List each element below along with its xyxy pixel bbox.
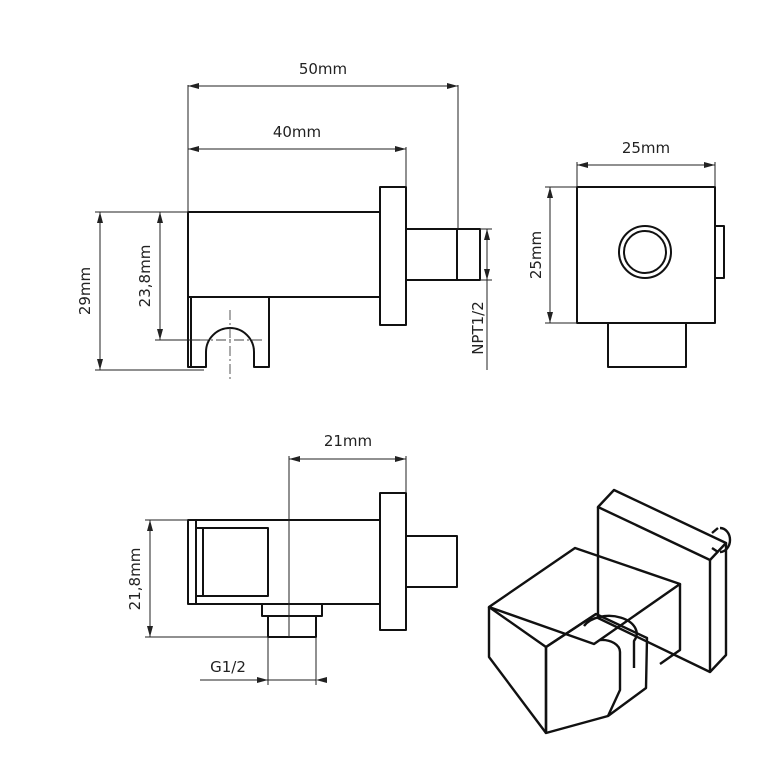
label-overall-height: 29mm	[76, 267, 94, 315]
dim-offset: 21mm	[288, 432, 407, 637]
dim-overall-height: 29mm	[76, 211, 204, 371]
isometric-view	[487, 488, 732, 735]
label-bottom-height: 21,8mm	[126, 548, 144, 611]
label-outlet-thread: G1/2	[210, 658, 246, 676]
label-body-height: 23,8mm	[136, 245, 154, 308]
label-inlet-thread: NPT1/2	[469, 301, 487, 355]
dim-outlet-thread: G1/2	[200, 637, 327, 685]
label-body-length: 40mm	[273, 123, 321, 141]
dim-inlet-thread: NPT1/2	[469, 228, 492, 370]
dim-overall-length: 50mm	[187, 60, 459, 229]
dim-face-height: 25mm	[527, 186, 577, 324]
label-face-width: 25mm	[622, 139, 670, 157]
side-view	[187, 186, 481, 380]
label-overall-length: 50mm	[299, 60, 347, 78]
bottom-view	[187, 492, 458, 638]
dim-face-width: 25mm	[576, 139, 716, 187]
label-face-height: 25mm	[527, 231, 545, 279]
dim-bottom-height: 21,8mm	[126, 519, 268, 638]
front-view	[576, 186, 725, 368]
dim-body-length: 40mm	[188, 123, 407, 187]
dim-body-height: 23,8mm	[136, 211, 200, 341]
label-offset: 21mm	[324, 432, 372, 450]
